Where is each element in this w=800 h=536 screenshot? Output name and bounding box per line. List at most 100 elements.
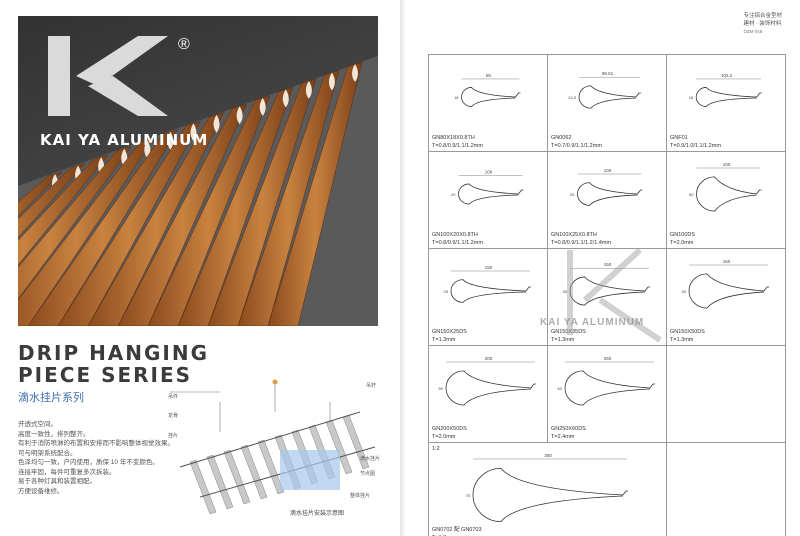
ceiling-slat — [147, 95, 271, 326]
profile-model: GN250X60DS — [551, 426, 586, 432]
corner-tag: 专注铝合金型材 建材 · 装饰材料 DZM-048 — [743, 12, 782, 36]
dimension-width: 300 — [544, 453, 552, 458]
feature-item: 有利于消防喷淋的布置和安排而不影响整体视觉效果。 — [18, 440, 174, 447]
title-line-1: DRIP HANGING — [18, 341, 210, 365]
profile-hook — [756, 92, 762, 98]
installation-diagram — [170, 379, 376, 515]
label-whole-plate: 整体挂片 — [350, 493, 371, 499]
scale-note: 1:2 — [432, 446, 440, 452]
dimension-width: 100 — [485, 169, 493, 174]
label-drip-plate: 滴水挂片 — [360, 456, 381, 462]
feature-item: 色泽均匀一致，户内使用，质保 10 年不变颜色。 — [18, 459, 159, 466]
catalog-code: DZM-048 — [743, 29, 763, 34]
feature-item: 开透式空间。 — [18, 421, 57, 428]
profile-hook — [763, 286, 769, 292]
profile-thickness: T=0.7/0.9/1.1/1.2mm — [551, 143, 602, 149]
profile-thickness: T=1.3mm — [551, 337, 575, 343]
profile-outline — [564, 370, 651, 406]
profile-thickness: T=0.8/0.9/1.1/1.2/1.4mm — [551, 240, 612, 246]
slat-drip-profile — [328, 72, 335, 91]
feature-item: 可与明架系统配合。 — [18, 449, 77, 457]
profile-model: GN80X18X0.8TH — [432, 135, 475, 141]
profile-hook — [649, 383, 655, 389]
slat-drip-profile — [305, 80, 312, 99]
dimension-height: 20 — [451, 192, 456, 197]
slat-drip-profile — [167, 131, 174, 150]
dimension-height: 50 — [439, 386, 444, 391]
profile-outline — [688, 273, 765, 309]
feature-item: 高度一致性，排列整齐。 — [18, 430, 90, 438]
profile-model: GN0702 配 GN0703 — [432, 527, 482, 533]
profile-hook — [756, 189, 762, 195]
dimension-height: 75 — [466, 493, 471, 498]
slat-drip-profile — [282, 89, 289, 108]
profile-drawing: 100 20 — [451, 169, 524, 205]
slat-drip-profile — [352, 64, 358, 82]
profile-outline — [472, 467, 624, 523]
profile-outline — [577, 182, 638, 206]
dimension-height: 50 — [689, 192, 694, 197]
dimension-height: 24.3 — [568, 95, 577, 100]
dimension-width: 150 — [604, 262, 612, 267]
kaiya-logo — [48, 36, 168, 116]
profile-outline — [445, 370, 532, 406]
profile-model: GNF01 — [670, 135, 688, 141]
profile-outline — [696, 176, 757, 212]
ceiling-slat — [18, 146, 132, 300]
profile-hook — [622, 490, 628, 496]
hero-photo-ceiling: ® KAI YA ALUMINUM — [18, 16, 378, 326]
profile-outline — [458, 183, 519, 205]
profile-model: GN150X50DS — [670, 329, 705, 335]
profile-outline — [695, 87, 757, 107]
registered-mark: ® — [178, 36, 190, 53]
profile-hook — [635, 92, 641, 98]
ceiling-slat — [18, 163, 86, 239]
label-plate: 挂片 — [168, 433, 179, 439]
profile-outline — [569, 276, 646, 306]
profile-model: GN150X25DS — [432, 329, 467, 335]
slat-drip-profile — [259, 97, 266, 116]
dimension-width: 89.51 — [602, 71, 614, 76]
ceiling-illustration — [18, 16, 378, 326]
dimension-height: 35 — [563, 289, 568, 294]
profile-hook — [518, 189, 524, 195]
corner-line-1: 专注铝合金型材 — [743, 13, 782, 19]
dimension-width: 150 — [723, 259, 731, 264]
dimension-width: 150 — [485, 265, 493, 270]
slat-drip-profile — [213, 114, 220, 133]
feature-list: 开透式空间。 高度一致性，排列整齐。 有利于消防喷淋的布置和安排而不影响整体视觉… — [18, 420, 174, 496]
profile-drawing: 89.51 24.3 — [568, 71, 641, 109]
profile-hook — [525, 286, 531, 292]
dimension-width: 250 — [604, 356, 612, 361]
profile-outline — [461, 87, 516, 107]
slat-drip-profile — [144, 140, 151, 159]
ceiling-slat — [87, 112, 225, 326]
profile-cell-empty — [667, 346, 785, 442]
profile-hook — [515, 92, 521, 98]
profile-thickness: T=2.4mm — [551, 434, 575, 440]
profile-thickness: T=0.8/0.9/1.1/1.2mm — [432, 240, 483, 246]
slat-drip-profile — [190, 123, 197, 142]
ceiling-slat — [18, 154, 109, 266]
ceiling-slat — [117, 103, 248, 326]
ceiling-slat — [18, 137, 155, 326]
left-page: ® KAI YA ALUMINUM DRIP HANGING PIECE SER… — [18, 16, 381, 517]
dimension-height: 18 — [454, 95, 459, 100]
